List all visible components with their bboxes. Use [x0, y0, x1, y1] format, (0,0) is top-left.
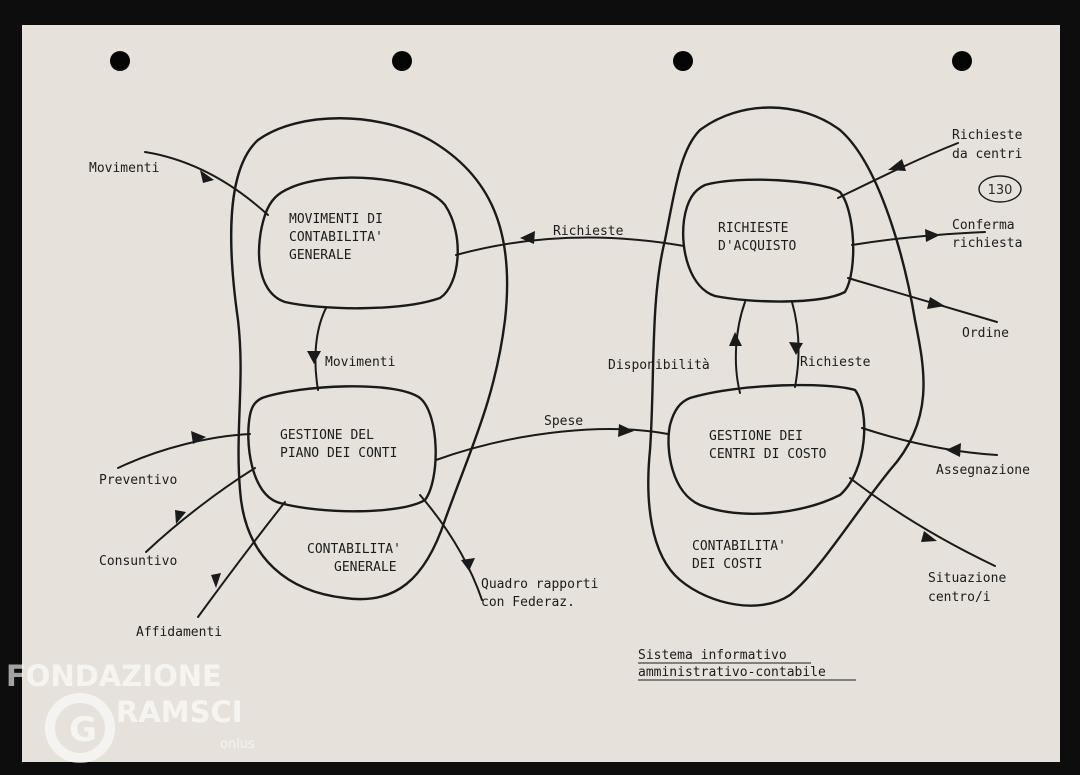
- arrow-conferma-richiesta: [925, 229, 940, 242]
- label-conferma-line2: richiesta: [952, 236, 1022, 251]
- node-movimenti-line1: MOVIMENTI DI: [289, 212, 383, 227]
- label-ordine: Ordine: [962, 326, 1009, 341]
- node-movimenti-line3: GENERALE: [289, 248, 352, 263]
- region-contabilita-costi-line2: DEI COSTI: [692, 557, 762, 572]
- node-gestione-piano-line1: GESTIONE DEL: [280, 428, 374, 443]
- arrow-movimenti-internal: [307, 351, 321, 364]
- node-movimenti-outline: [257, 176, 459, 310]
- arrow-richieste-between: [520, 231, 535, 244]
- page-number-circle: [978, 175, 1022, 203]
- flow-spese-between: [435, 428, 669, 461]
- arrow-affidamenti: [211, 573, 221, 588]
- node-movimenti-line2: CONTABILITA': [289, 230, 383, 245]
- label-situazione-line2: centro/i: [928, 590, 991, 605]
- flow-conferma-richiesta: [851, 231, 986, 246]
- region-contabilita-generale-line1: CONTABILITA': [307, 542, 401, 557]
- arrow-ordine: [927, 297, 945, 309]
- arrow-spese-between: [618, 424, 634, 437]
- page-number: 130: [988, 183, 1013, 198]
- flow-affidamenti: [197, 501, 286, 618]
- label-richieste-internal: Richieste: [800, 355, 871, 370]
- node-gestione-piano-line2: PIANO DEI CONTI: [280, 446, 397, 461]
- watermark-line2: RAMSCI: [116, 695, 243, 729]
- node-gestione-centri-outline: [667, 383, 866, 515]
- arrow-richieste-internal: [789, 342, 803, 355]
- right-system-outline: [647, 106, 925, 607]
- region-contabilita-costi-line1: CONTABILITA': [692, 539, 786, 554]
- node-richieste-outline: [682, 178, 855, 303]
- label-consuntivo: Consuntivo: [99, 554, 177, 569]
- flow-movimenti-in: [144, 151, 269, 216]
- arrow-disponibilita: [729, 332, 742, 346]
- punch-hole: [673, 51, 693, 71]
- flow-disponibilita: [734, 301, 746, 394]
- arrow-richieste-da-centri: [888, 159, 906, 171]
- label-movimenti-internal: Movimenti: [325, 355, 395, 370]
- arrow-consuntivo: [175, 510, 186, 524]
- label-disponibilita: Disponibilità: [608, 358, 710, 373]
- flow-preventivo: [117, 433, 251, 469]
- arrow-assegnazione: [946, 443, 961, 457]
- node-gestione-centri-line1: GESTIONE DEI: [709, 429, 803, 444]
- label-movimenti-in: Movimenti: [89, 161, 159, 176]
- punch-hole: [392, 51, 412, 71]
- arrow-quadro: [461, 558, 475, 571]
- node-richieste-line2: D'ACQUISTO: [718, 239, 796, 254]
- fondazione-gramsci-watermark: FONDAZIONE G RAMSCI onlus: [6, 659, 255, 763]
- caption-line2: amministrativo-contabile: [638, 665, 826, 680]
- flow-consuntivo: [145, 467, 256, 553]
- watermark-badge: G: [69, 710, 97, 750]
- label-spese-between: Spese: [544, 414, 583, 429]
- node-gestione-centri-line2: CENTRI DI COSTO: [709, 447, 827, 462]
- punch-hole: [952, 51, 972, 71]
- arrow-preventivo: [191, 431, 206, 444]
- left-system-outline: [230, 117, 509, 601]
- label-affidamenti: Affidamenti: [136, 625, 222, 640]
- paper-sheet: [22, 25, 1060, 762]
- label-richieste-da-centri-line2: da centri: [952, 147, 1022, 162]
- label-preventivo: Preventivo: [99, 473, 177, 488]
- label-situazione-line1: Situazione: [928, 571, 1006, 586]
- label-assegnazione: Assegnazione: [936, 463, 1030, 478]
- flow-richieste-between: [455, 236, 685, 256]
- arrow-situazione: [921, 531, 937, 542]
- caption-line1: Sistema informativo: [638, 648, 787, 663]
- node-richieste-line1: RICHIESTE: [718, 221, 788, 236]
- flow-ordine: [847, 277, 998, 323]
- label-quadro-line1: Quadro rapporti: [481, 577, 598, 592]
- label-richieste-da-centri-line1: Richieste: [952, 128, 1023, 143]
- watermark-line1: FONDAZIONE: [6, 659, 222, 693]
- label-richieste-between: Richieste: [553, 224, 624, 239]
- node-gestione-piano-outline: [247, 385, 437, 513]
- watermark-g-logo: [45, 693, 115, 763]
- region-contabilita-generale-line2: GENERALE: [334, 560, 397, 575]
- label-quadro-line2: con Federaz.: [481, 595, 575, 610]
- label-conferma-line1: Conferma: [952, 218, 1015, 233]
- punch-hole: [110, 51, 130, 71]
- flow-quadro: [419, 494, 483, 601]
- watermark-sub: onlus: [220, 737, 255, 752]
- flow-situazione: [849, 477, 996, 567]
- flow-movimenti-internal: [314, 307, 327, 391]
- arrow-movimenti-in: [200, 170, 214, 183]
- flow-assegnazione: [861, 427, 998, 456]
